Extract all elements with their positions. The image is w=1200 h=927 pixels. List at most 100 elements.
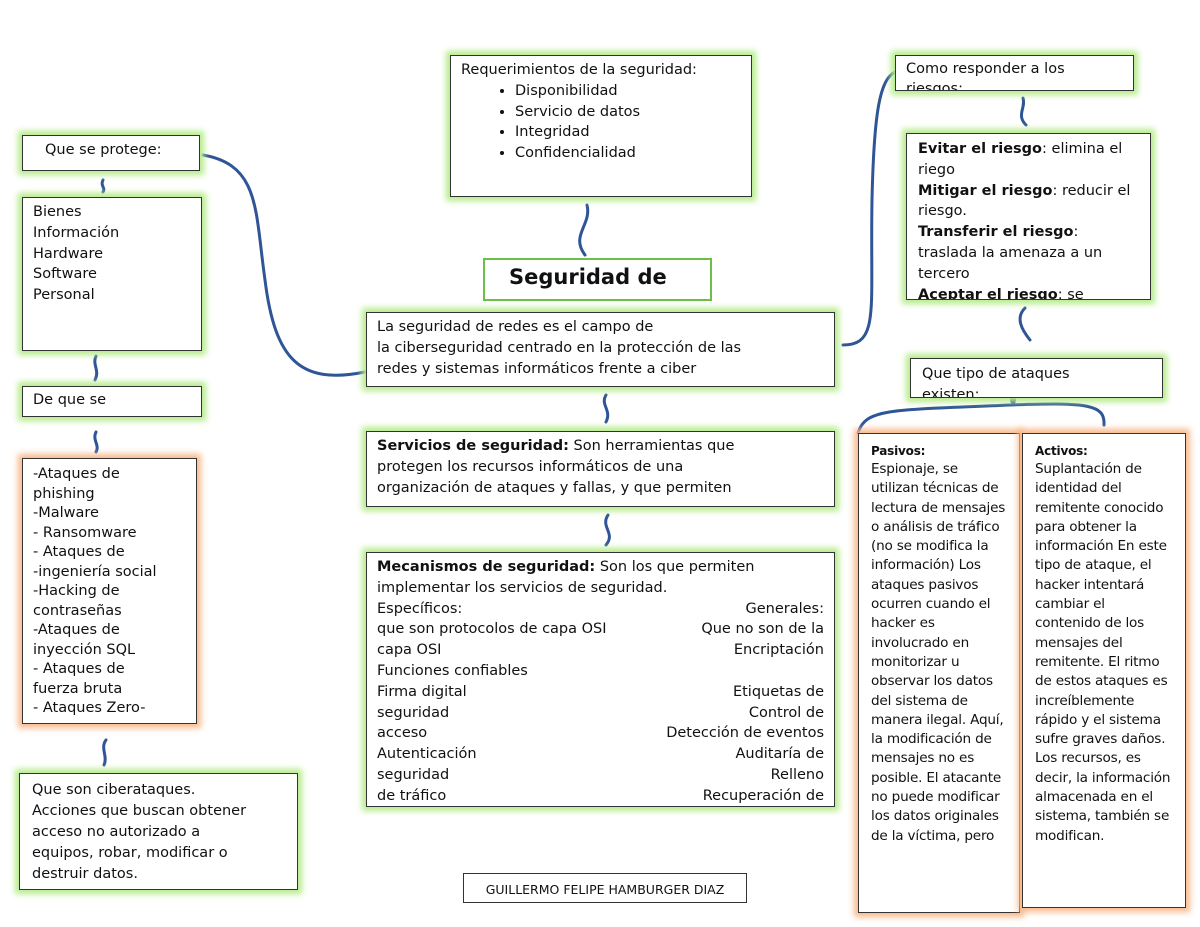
mechanisms-row: que son protocolos de capa OSI Que no son… [377, 619, 824, 640]
list-item: - Ataques Zero- [33, 700, 146, 716]
risk-response-desc: : traslada la amenaza a un tercero [918, 224, 1103, 282]
definition-line: La seguridad de redes es el campo de [377, 319, 654, 335]
ciberataques-line: equipos, robar, modificar o [32, 845, 228, 861]
list-item: phishing [33, 485, 95, 502]
active-title: Activos: [1035, 444, 1088, 458]
services-line: Servicios de seguridad: Son herramientas… [377, 436, 824, 457]
ciberataques-line: acceso no autorizado a [32, 824, 201, 840]
services-text: Son herramientas que [568, 438, 735, 454]
mechanism-general: Control de [748, 704, 824, 721]
ciberataques-line: Acciones que buscan obtener [32, 803, 247, 819]
connector-de-list [93, 430, 99, 454]
mechanism-general: Auditaría de [735, 746, 824, 763]
mechanism-specific: capa OSI [377, 642, 442, 659]
mechanisms-box: Mecanismos de seguridad: Son los que per… [366, 552, 835, 807]
mechanisms-text: Son los que permiten [595, 559, 755, 575]
mechanism-specific: Funciones confiables [377, 662, 528, 679]
risk-response-desc: : reducir el riesgo. [918, 182, 1131, 220]
risk-response-name: Aceptar el riesgo [918, 286, 1058, 300]
connector-protege-bienes [100, 178, 106, 194]
list-item: - Ataques de [33, 661, 125, 677]
responder-title-cont: riesgos: [906, 81, 963, 91]
connector-riesgos [841, 70, 897, 347]
mechanisms-heading: Mecanismos de seguridad: [377, 559, 596, 575]
mechanisms-row: Específicos:Generales: [377, 599, 824, 620]
list-item: Servicio de datos [515, 102, 741, 123]
mechanisms-row: Funciones confiables [377, 661, 824, 682]
mechanism-specific: seguridad [377, 704, 450, 721]
attack-types-title-cont: existen: [922, 386, 980, 398]
mechanisms-row: capa OSI Encriptación [377, 640, 824, 661]
requirements-title: Requerimientos de la seguridad: [461, 62, 697, 78]
ciberataques-line: destruir datos. [32, 866, 138, 882]
list-item: -Ataques de [33, 622, 120, 638]
list-item: Información [33, 224, 120, 241]
requirements-list: Disponibilidad Servicio de datos Integri… [461, 81, 741, 164]
mechanism-general: Que no son de la [701, 621, 824, 638]
attack-types-box: Que tipo de ataques existen: [910, 358, 1163, 398]
attack-types-title: Que tipo de ataques [922, 366, 1070, 382]
mechanism-specific: acceso [377, 725, 428, 742]
mechanism-general: Relleno [770, 766, 824, 783]
requirements-box: Requerimientos de la seguridad: Disponib… [450, 55, 752, 197]
que-se-protege-title: Que se protege: [45, 142, 162, 158]
que-se-protege-box: Que se protege: [22, 135, 200, 171]
mechanism-specific: Autenticación [377, 746, 477, 763]
risk-response-desc: : se [1057, 286, 1084, 300]
list-item: Disponibilidad [515, 81, 741, 102]
list-item: fuerza bruta [33, 680, 123, 697]
list-item: inyección SQL [33, 641, 136, 658]
list-item: -Ataques de [33, 466, 120, 482]
connector-serv-mec [604, 513, 611, 547]
connector-req [578, 203, 590, 257]
services-box: Servicios de seguridad: Son herramientas… [366, 431, 835, 507]
active-text: Suplantación de identidad del remitente … [1035, 461, 1171, 844]
list-item: contraseñas [33, 602, 122, 619]
responder-box: Como responder a los riesgos: [895, 55, 1134, 91]
active-attacks-box: Activos: Suplantación de identidad del r… [1022, 433, 1186, 908]
mechanisms-row: Autenticación Auditaría de [377, 744, 824, 765]
de-que-se-box: De que se [22, 386, 202, 417]
list-item: -Hacking de [33, 583, 120, 599]
connector-protege [201, 153, 367, 377]
mechanism-specific: seguridad [377, 766, 450, 783]
list-item: Integridad [515, 122, 741, 143]
author-name: GUILLERMO FELIPE HAMBURGER DIAZ [485, 882, 725, 897]
mechanisms-row: seguridad Relleno [377, 765, 824, 786]
passive-attacks-box: Pasivos: Espionaje, se utilizan técnicas… [858, 433, 1020, 913]
list-item: Software [33, 266, 97, 283]
list-item: Bienes [33, 204, 82, 220]
connector-def-serv [602, 393, 610, 424]
mechanisms-row: de tráfico Recuperación de [377, 786, 824, 806]
mechanism-specific: de tráfico [377, 787, 447, 804]
connector-resp-evitar [1019, 96, 1028, 127]
list-item: - Ransomware [33, 524, 137, 541]
connector-bienes-de [93, 354, 99, 382]
connector-tipo-split [856, 395, 1106, 435]
mechanism-general: Encriptación [733, 642, 824, 659]
definition-line: la ciberseguridad centrado en la protecc… [377, 339, 742, 356]
connector-list-cib [102, 738, 108, 767]
list-item: -Malware [33, 505, 99, 521]
ciberataques-box: Que son ciberataques.Acciones que buscan… [19, 773, 298, 890]
risk-response-name: Transferir el riesgo [918, 224, 1074, 241]
mechanism-general: Generales: [745, 600, 824, 617]
definition-line: redes y sistemas informáticos frente a c… [377, 360, 697, 377]
mechanisms-row: acceso Detección de eventos [377, 723, 824, 744]
mechanism-general: Detección de eventos [666, 725, 824, 742]
list-item: Hardware [33, 245, 104, 262]
mechanisms-row: seguridad Control de [377, 703, 824, 724]
main-title: Seguridad de [483, 258, 712, 301]
services-text: protegen los recursos informáticos de un… [377, 458, 684, 475]
risk-response-desc: : elimina el riego [918, 141, 1123, 178]
mechanism-general: Etiquetas de [732, 683, 824, 700]
mechanism-specific: que son protocolos de capa OSI [377, 621, 607, 638]
list-item: -ingeniería social [33, 563, 157, 580]
list-item: - Ataques de [33, 544, 125, 560]
de-que-se-title: De que se [33, 392, 107, 408]
mechanisms-row: implementar los servicios de seguridad. [377, 578, 824, 599]
risk-response-item: Transferir el riesgo: traslada la amenaz… [918, 222, 1139, 284]
assets-box: Bienes Información Hardware Software Per… [22, 197, 202, 351]
mechanism-general: Recuperación de [702, 787, 824, 804]
